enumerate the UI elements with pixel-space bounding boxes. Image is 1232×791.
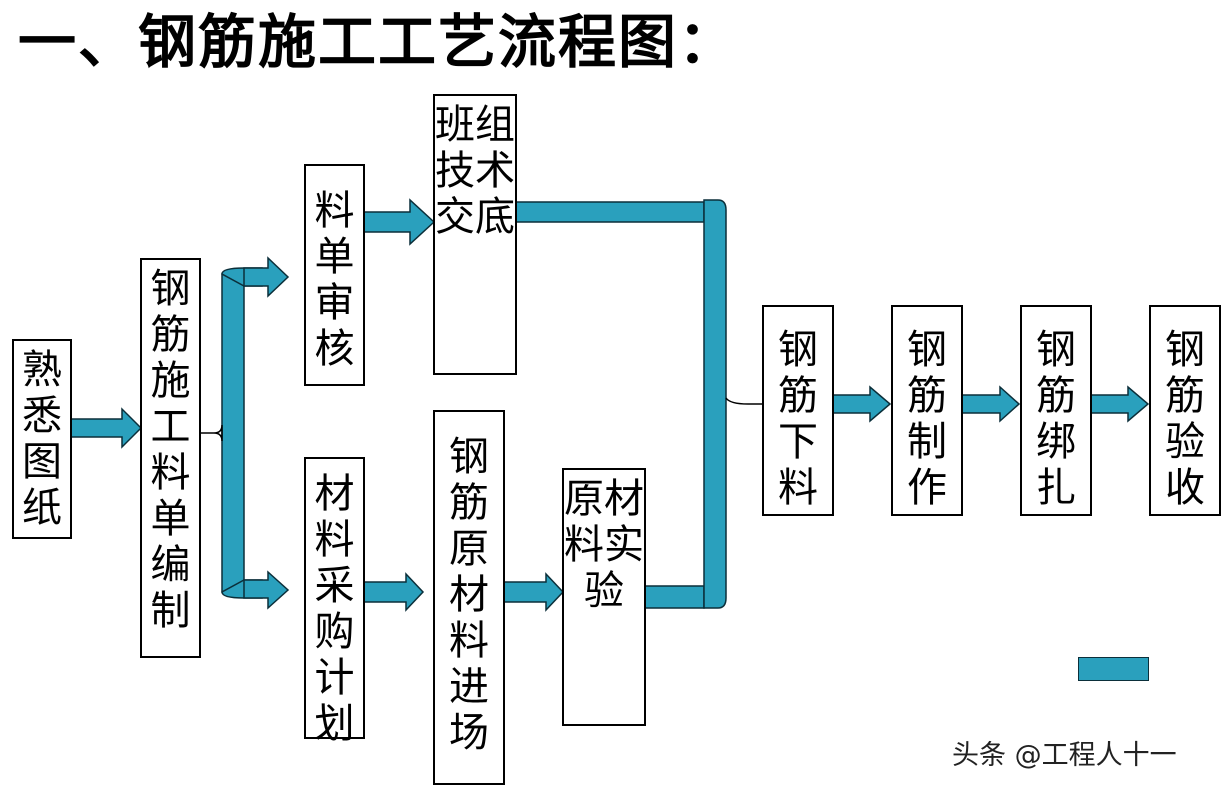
arrow-binding-to-accept	[1090, 385, 1150, 423]
box-purchase-plan-text: 材料采购计划	[314, 471, 355, 747]
box-list-review: 料单审核	[304, 164, 365, 386]
box-team-briefing: 班组技术交底	[433, 94, 517, 375]
arrow-to-review	[243, 256, 290, 298]
box-purchase-plan: 材料采购计划	[304, 457, 365, 747]
arrow-to-purchase	[243, 570, 290, 610]
box-material-test-text: 原材料实验	[564, 476, 644, 614]
legend-swatch	[1078, 657, 1149, 681]
box-read-drawings: 熟悉图纸	[12, 339, 72, 539]
arrow-review-to-briefing	[363, 198, 436, 246]
watermark: 头条 @工程人十一	[952, 740, 1177, 771]
arrow-purchase-to-entry	[363, 572, 425, 612]
box-fabrication-text: 钢筋制作	[907, 327, 947, 511]
box-fabrication: 钢筋制作	[891, 305, 963, 516]
brace-tip-right	[725, 397, 762, 405]
box-acceptance: 钢筋验收	[1149, 305, 1221, 516]
brace-tip-left	[201, 424, 223, 442]
box-list-compile: 钢筋施工料单编制	[140, 258, 201, 658]
box-cutting: 钢筋下料	[762, 305, 834, 516]
box-binding-text: 钢筋绑扎	[1036, 327, 1076, 511]
box-list-review-text: 料单审核	[314, 188, 355, 372]
bar-briefing-out	[515, 201, 705, 223]
arrow-entry-to-test	[503, 572, 565, 612]
box-read-drawings-text: 熟悉图纸	[22, 347, 62, 531]
box-material-entry-text: 钢筋原材料进场	[449, 434, 489, 756]
bar-test-out	[644, 585, 705, 609]
box-material-entry: 钢筋原材料进场	[433, 410, 505, 785]
merge-bar-right	[703, 199, 727, 609]
box-list-compile-text: 钢筋施工料单编制	[150, 266, 191, 634]
split-bar-left	[221, 273, 245, 593]
page-title: 一、钢筋施工工艺流程图：	[18, 8, 739, 76]
box-binding: 钢筋绑扎	[1020, 305, 1092, 516]
arrow-fab-to-binding	[961, 385, 1021, 423]
box-team-briefing-text: 班组技术交底	[435, 102, 515, 240]
box-material-test: 原材料实验	[562, 468, 646, 726]
box-cutting-text: 钢筋下料	[778, 327, 818, 511]
box-acceptance-text: 钢筋验收	[1165, 327, 1205, 511]
arrow-read-to-compile	[69, 407, 143, 449]
arrow-cutting-to-fab	[832, 385, 892, 423]
